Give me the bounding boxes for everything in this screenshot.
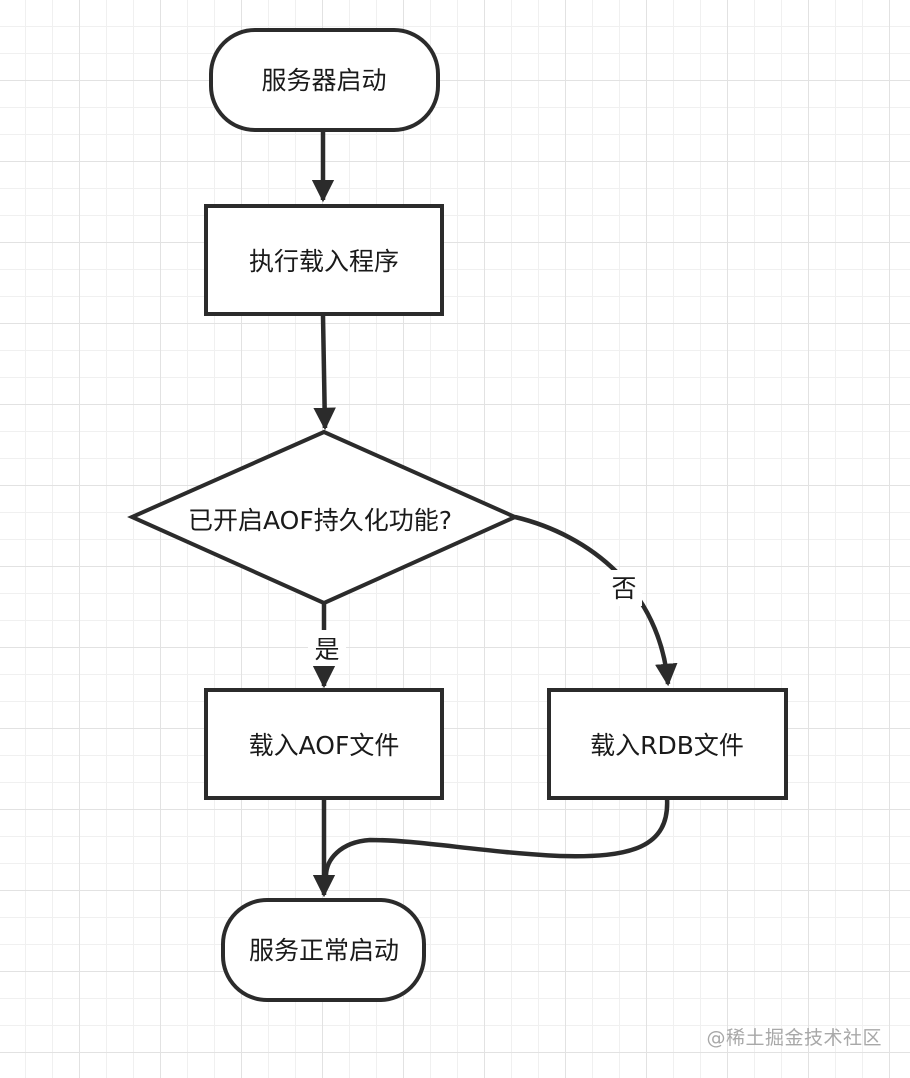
- yes-label-background: [308, 630, 346, 666]
- node-end: 服务正常启动: [221, 898, 426, 1002]
- load-program-process-shape: [204, 204, 444, 316]
- load-aof-process-shape: [204, 688, 444, 800]
- edge-load-program-to-decision: [313, 315, 336, 431]
- edge-load-rdb-to-end: [323, 797, 670, 877]
- no-edge-label: 否: [611, 574, 636, 603]
- end-terminal-text: 服务正常启动: [249, 936, 399, 965]
- node-load-rdb: 载入RDB文件: [547, 688, 788, 800]
- decision-question-text: 已开启AOF持久化功能?: [188, 506, 452, 535]
- node-load-aof: 载入AOF文件: [204, 688, 444, 800]
- load-rdb-process-text: 载入RDB文件: [590, 731, 744, 760]
- load-aof-process-text: 载入AOF文件: [249, 731, 400, 760]
- watermark: @稀土掘金技术社区: [706, 1027, 882, 1049]
- end-terminal-shape: [221, 898, 426, 1002]
- no-label-background: [600, 570, 642, 606]
- node-load-program: 执行载入程序: [204, 204, 444, 316]
- node-decision: 已开启AOF持久化功能?: [127, 429, 520, 606]
- start-terminal-shape: [209, 28, 440, 132]
- load-rdb-process-shape: [547, 688, 788, 800]
- load-program-process-text: 执行载入程序: [249, 247, 399, 276]
- yes-edge-label: 是: [314, 635, 339, 664]
- edge-decision-to-load-rdb: [514, 514, 678, 687]
- start-terminal-text: 服务器启动: [261, 66, 386, 95]
- node-start: 服务器启动: [209, 28, 440, 132]
- edge-labels: 否 是: [308, 570, 642, 666]
- decision-diamond-shape: [127, 429, 520, 606]
